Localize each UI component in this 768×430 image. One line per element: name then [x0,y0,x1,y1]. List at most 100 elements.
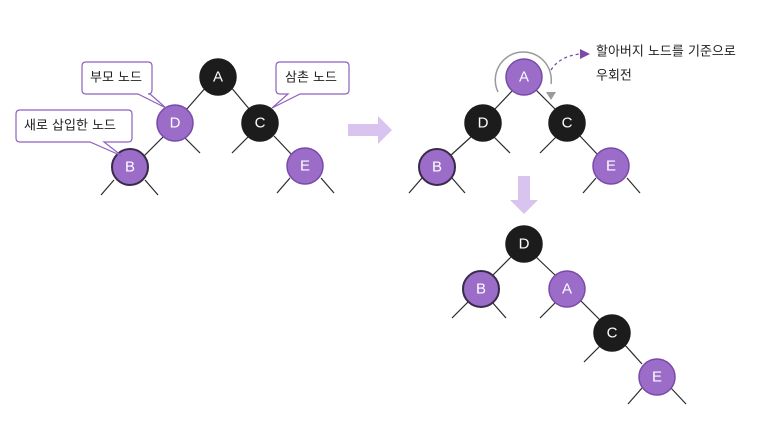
tree-node-D: D [464,104,502,142]
edge-D-A [534,255,557,277]
edge-B-nil-left [100,179,115,196]
tree-node-C: C [593,314,631,352]
node-label: A [519,69,529,86]
edge-D-B [141,135,165,159]
node-label: D [519,236,530,253]
edge-D-nil [183,136,201,154]
tree-node-A: A [199,58,237,96]
rotation-arc-arrowhead [546,92,556,100]
node-label: D [170,115,181,132]
node-label: C [255,115,266,132]
node-circle [548,270,586,308]
edge-C-E [623,343,643,365]
edge-B-nil-right [451,177,466,194]
node-label: B [432,159,442,176]
edge-C-nil [583,345,601,363]
edge-A-nil [539,301,557,319]
callout-parent: 부모 노드 [81,61,167,109]
edge-E-nil-left [276,177,291,194]
edge-A-C [229,85,251,111]
callout-uncle-text: 삼촌 노드 [285,71,337,86]
edge-E-nil-right [320,177,335,194]
rotation-note-line2: 우회전 [596,69,632,84]
callout-inserted: 새로 삽입한 노드 [15,109,133,157]
callout-uncle: 삼촌 노드 [271,61,350,109]
node-circle [462,270,500,308]
arrow-right [348,116,392,144]
node-circle [286,147,324,185]
tree-node-E: E [592,147,630,185]
edge-C-nil [231,136,249,154]
tree-before: A D C B E 부모 노드 삼촌 노드 새로 삽입한 노드 [15,58,350,196]
tree-node-E: E [286,147,324,185]
node-circle [548,104,586,142]
tree-node-E: E [638,358,676,396]
node-circle [505,58,543,96]
rotation-note-pointer-head [580,49,590,59]
callout-parent-text: 부모 노드 [90,71,142,86]
edge-B-nil-right [491,301,507,319]
tree-node-B: B [111,148,149,186]
node-circle [592,147,630,185]
node-circle [241,104,279,142]
callout-parent-bubble [81,61,167,109]
edge-C-E [273,135,293,156]
edge-B-nil-right [144,179,159,196]
edge-A-D [185,85,208,111]
callout-inserted-text: 새로 삽입한 노드 [24,119,116,134]
callout-inserted-bubble [15,109,133,157]
node-circle [418,148,456,186]
arrow-down-shape [510,176,538,214]
rotation-note-line1: 할아버지 노드를 기준으로 [596,45,736,60]
tree-node-C: C [241,104,279,142]
callout-uncle-bubble [271,61,350,109]
tree-after-edges [451,255,687,405]
node-circle [638,358,676,396]
tree-after: D B A C E [451,225,687,405]
edge-A-D [493,89,514,111]
node-label: A [562,281,572,298]
arrow-right-shape [348,116,392,144]
edge-A-C [535,89,557,111]
node-label: B [476,281,486,298]
node-label: E [606,158,616,175]
tree-node-D: D [505,225,543,263]
node-circle [464,104,502,142]
edge-B-nil-left [451,299,471,319]
edge-A-C [579,299,601,321]
edge-C-E [579,135,599,156]
node-circle [505,225,543,263]
rotation-note-pointer [550,53,581,71]
edge-D-B [491,255,513,277]
node-circle [156,104,194,142]
node-label: B [125,159,135,176]
edge-E-nil-right [670,387,687,405]
tree-rotating: A D C B E 할아버지 노드를 기준으로 우회전 [408,45,736,194]
edge-E-nil-left [627,387,643,405]
node-circle [111,148,149,186]
node-label: E [300,158,310,175]
arrow-down [510,176,538,214]
tree-node-B: B [462,270,500,308]
tree-rotating-edges [408,89,641,194]
node-label: C [562,115,573,132]
node-label: A [213,69,223,86]
node-circle [593,314,631,352]
edge-C-nil [539,136,557,154]
rotation-arc [494,51,553,93]
tree-node-B: B [418,148,456,186]
node-label: E [652,369,662,386]
tree-node-A: A [505,58,543,96]
node-label: C [607,325,618,342]
edge-D-B [449,135,473,157]
edge-E-nil-right [626,177,641,194]
tree-node-D: D [156,104,194,142]
tree-node-A: A [548,270,586,308]
tree-node-C: C [548,104,586,142]
edge-D-nil [493,136,511,154]
edge-B-nil-left [408,177,423,194]
node-label: D [478,115,489,132]
node-circle [199,58,237,96]
tree-before-edges [100,85,335,196]
